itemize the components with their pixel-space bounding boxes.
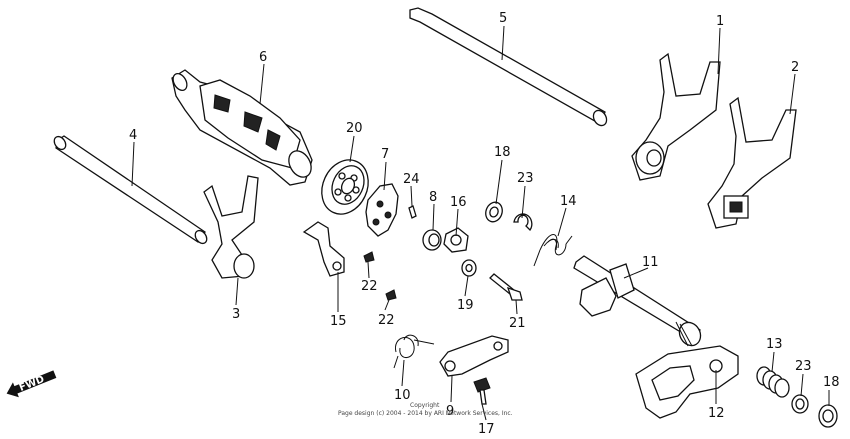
shift-rod-4 bbox=[53, 135, 208, 245]
shift-fork-2 bbox=[707, 96, 797, 229]
return-spring-14 bbox=[533, 234, 573, 267]
callout-23: 23 bbox=[517, 171, 534, 186]
shift-fork-3 bbox=[203, 175, 259, 279]
callout-17: 17 bbox=[478, 422, 495, 437]
shift-arm-9 bbox=[439, 335, 509, 377]
callout-2: 2 bbox=[791, 60, 799, 75]
gearshift-spindle-11 bbox=[573, 255, 702, 347]
spring-10 bbox=[393, 334, 435, 369]
washer-19 bbox=[461, 259, 477, 277]
stopper-plate-7 bbox=[365, 183, 399, 237]
bearing-20 bbox=[321, 159, 369, 215]
circlip-23 bbox=[513, 213, 533, 232]
callout-19: 19 bbox=[457, 298, 474, 313]
callout-8: 8 bbox=[429, 190, 437, 205]
shift-fork-1 bbox=[631, 52, 721, 181]
pin-24 bbox=[408, 205, 417, 219]
callout-21: 21 bbox=[509, 316, 526, 331]
callout-11: 11 bbox=[642, 255, 659, 270]
callout-20: 20 bbox=[346, 121, 363, 136]
callout-22-second: 22 bbox=[378, 313, 395, 328]
callout-10: 10 bbox=[394, 388, 411, 403]
bolt-21 bbox=[489, 273, 523, 301]
callout-1: 1 bbox=[716, 14, 724, 29]
callout-18: 18 bbox=[494, 145, 511, 160]
callout-22: 22 bbox=[361, 279, 378, 294]
callout-14: 14 bbox=[560, 194, 577, 209]
bolt-17 bbox=[473, 377, 491, 405]
callout-24: 24 bbox=[403, 172, 420, 187]
callout-12: 12 bbox=[708, 406, 725, 421]
copyright-notice: Copyright Page design (c) 2004 - 2014 by… bbox=[338, 402, 513, 417]
fwd-arrow-icon bbox=[6, 370, 57, 398]
collar-8 bbox=[422, 229, 442, 251]
fwd-arrow: FWD bbox=[6, 370, 57, 398]
callout-7: 7 bbox=[381, 147, 389, 162]
callout-3: 3 bbox=[232, 307, 240, 322]
shift-plate-12 bbox=[635, 345, 739, 419]
shift-rod-5 bbox=[409, 7, 608, 127]
fwd-label: FWD bbox=[18, 374, 46, 394]
shift-drum-6 bbox=[171, 69, 313, 186]
washer-18-lower bbox=[818, 404, 838, 428]
callout-4: 4 bbox=[129, 128, 137, 143]
bracket-15 bbox=[302, 221, 345, 277]
callout-15: 15 bbox=[330, 314, 347, 329]
spring-13 bbox=[756, 366, 790, 398]
callout-16: 16 bbox=[450, 195, 467, 210]
circlip-23-lower bbox=[791, 394, 809, 414]
callout-5: 5 bbox=[499, 11, 507, 26]
callout-9: 9 bbox=[446, 404, 454, 419]
leader-lines bbox=[131, 25, 830, 421]
washer-18 bbox=[485, 201, 503, 223]
callout-labels: 1 2 3 4 5 6 7 8 9 10 11 12 13 14 15 16 1… bbox=[129, 11, 840, 437]
screw-22 bbox=[363, 251, 397, 301]
stopper-arm-16 bbox=[443, 227, 469, 253]
callout-18-second: 18 bbox=[823, 375, 840, 390]
callout-6: 6 bbox=[259, 50, 267, 65]
copyright-line-2: Page design (c) 2004 - 2014 by ARI Netwo… bbox=[338, 410, 513, 417]
copyright-line-1: Copyright bbox=[410, 402, 440, 409]
callout-13: 13 bbox=[766, 337, 783, 352]
callout-23-second: 23 bbox=[795, 359, 812, 374]
